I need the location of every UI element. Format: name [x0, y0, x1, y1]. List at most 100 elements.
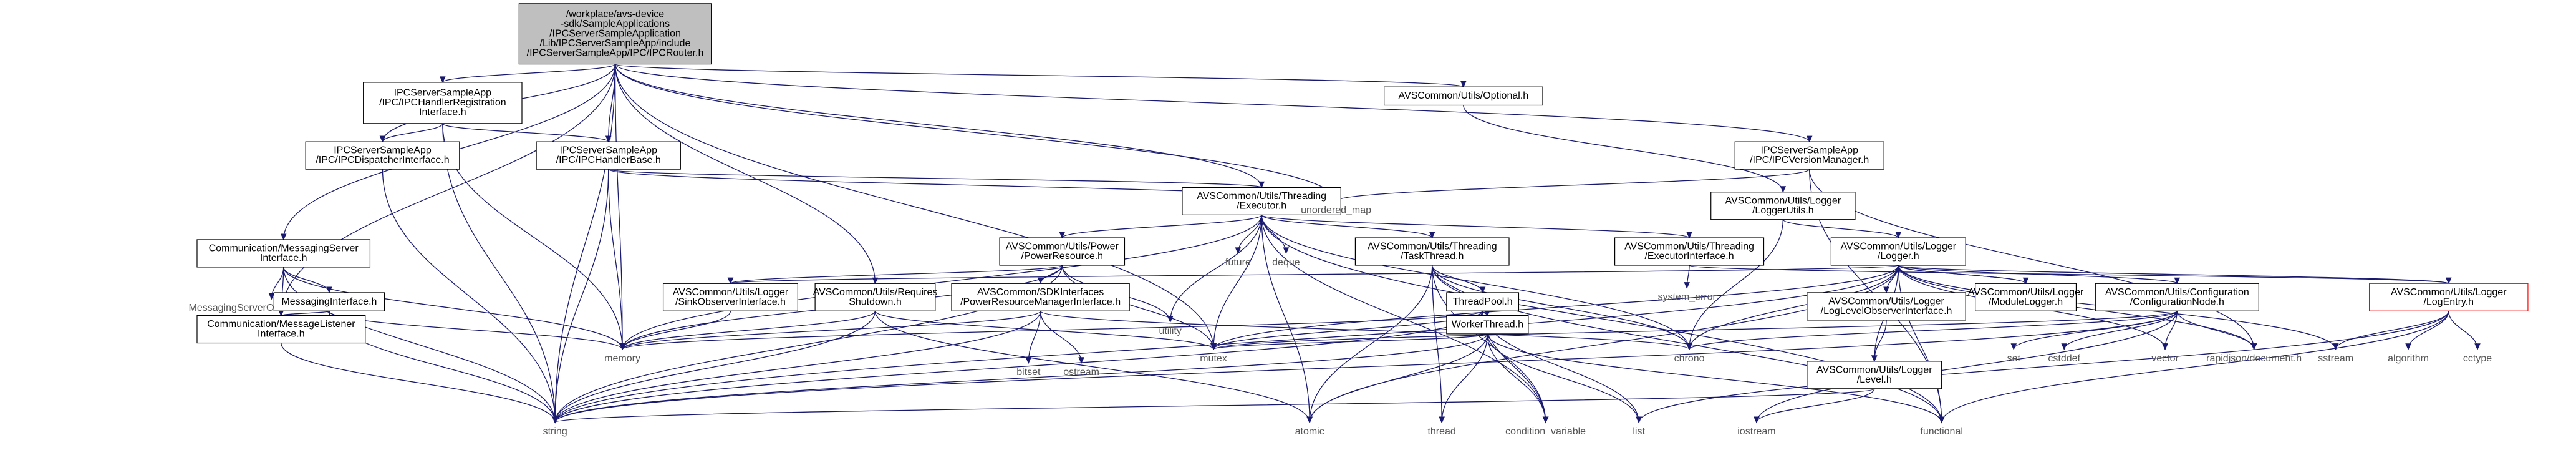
node-label-confignode-line-1: /ConfigurationNode.h — [2130, 296, 2224, 307]
node-label-vector-line-0: vector — [2151, 353, 2179, 364]
node-msgiface[interactable]: MessagingInterface.h — [273, 292, 385, 311]
node-handlerbase[interactable]: IPCServerSampleApp/IPC/IPCHandlerBase.h — [536, 141, 681, 170]
edge-workerthread-to-thread — [1441, 333, 1488, 423]
edge-reqshutdown-to-string — [554, 311, 876, 423]
node-label-reqshutdown-line-1: Shutdown.h — [849, 296, 902, 307]
node-taskthread[interactable]: AVSCommon/Utils/Threading/TaskThread.h — [1354, 237, 1510, 266]
arrowhead-logger-to-confignode — [2174, 277, 2181, 285]
node-regiface[interactable]: IPCServerSampleApp/IPC/IPCHandlerRegistr… — [363, 82, 523, 124]
node-powerres[interactable]: AVSCommon/Utils/Power/PowerResource.h — [999, 237, 1126, 266]
arrowhead-confignode-to-cstddef — [2061, 343, 2067, 351]
node-box-loglevelobs — [1807, 292, 1966, 321]
node-execiface[interactable]: AVSCommon/Utils/Threading/ExecutorInterf… — [1614, 237, 1765, 266]
node-box-reqshutdown — [814, 283, 936, 311]
edge-workerthread-to-string — [554, 333, 1488, 423]
node-label-system-error-line-0: system_error — [1658, 292, 1717, 303]
edge-logentry-to-list — [1638, 311, 2449, 423]
arrowhead-logger-to-loglevelobs — [1883, 286, 1889, 294]
node-confignode[interactable]: AVSCommon/Utils/Configuration/Configurat… — [2095, 283, 2259, 311]
node-level[interactable]: AVSCommon/Utils/Logger/Level.h — [1807, 361, 1942, 389]
node-label-unordered-map-line-0: unordered_map — [1301, 205, 1371, 215]
node-label-handlerbase-line-0: IPCServerSampleApp — [559, 145, 657, 156]
edge-confignode-to-iostream — [1756, 311, 2178, 423]
node-versionmgr[interactable]: IPCServerSampleApp/IPC/IPCVersionManager… — [1734, 141, 1884, 170]
node-label-logentry-line-1: /LogEntry.h — [2423, 296, 2474, 307]
node-label-root-line-1: -sdk/SampleApplications — [561, 19, 670, 29]
edge-confignode-to-string — [554, 311, 2178, 423]
node-label-loggerutils-line-0: AVSCommon/Utils/Logger — [1725, 195, 1841, 206]
node-box-msgiface — [273, 292, 385, 311]
node-dispiface[interactable]: IPCServerSampleApp/IPC/IPCDispatcherInte… — [305, 141, 460, 170]
node-label-rapidjson-line-0: rapidjson/document.h — [2206, 353, 2302, 364]
node-box-confignode — [2095, 283, 2259, 311]
node-label-powermgriface-line-1: /PowerResourceManagerInterface.h — [960, 296, 1121, 307]
edge-powermgriface-to-ostream — [1040, 311, 1082, 363]
edge-level-to-iostream — [1756, 388, 1875, 423]
node-sinkobs[interactable]: AVSCommon/Utils/Logger/SinkObserverInter… — [662, 283, 798, 311]
edge-executor-to-powerres — [1061, 214, 1262, 238]
edge-execiface-to-logentry — [1689, 265, 2449, 284]
node-label-iostream-line-0: iostream — [1737, 426, 1775, 437]
node-string: string — [543, 426, 567, 437]
node-cctype: cctype — [2463, 353, 2492, 364]
edge-msglistener-to-string — [281, 343, 556, 423]
node-label-list-line-0: list — [1633, 426, 1645, 437]
node-logger[interactable]: AVSCommon/Utils/Logger/Logger.h — [1830, 237, 1966, 266]
node-logentry[interactable]: AVSCommon/Utils/Logger/LogEntry.h — [2368, 283, 2529, 311]
node-label-level-line-1: /Level.h — [1857, 374, 1892, 385]
node-optional[interactable]: AVSCommon/Utils/Optional.h — [1384, 86, 1543, 106]
edge-powerres-to-mutex — [1061, 265, 1214, 350]
node-threadpool[interactable]: ThreadPool.h — [1446, 292, 1520, 311]
edge-logger-to-sinkobs — [730, 265, 1899, 284]
edge-root-to-executor — [614, 64, 1262, 188]
node-label-executor-line-1: /Executor.h — [1237, 200, 1286, 211]
edge-logentry-to-functional — [1941, 311, 2449, 423]
edge-regiface-to-string — [442, 123, 556, 423]
edge-threadpool-to-memory — [622, 310, 1483, 350]
node-loglevelobs[interactable]: AVSCommon/Utils/Logger/LogLevelObserverI… — [1807, 292, 1966, 321]
edge-executor-to-chrono — [1261, 215, 1690, 350]
edge-confignode-to-cstddef — [2063, 311, 2178, 350]
node-root[interactable]: /workplace/avs-device-sdk/SampleApplicat… — [518, 3, 712, 65]
edge-regiface-to-handlerbase — [442, 123, 609, 142]
edge-executor-to-execiface — [1261, 214, 1690, 238]
edge-dispiface-to-string — [382, 169, 556, 423]
node-loggerutils[interactable]: AVSCommon/Utils/Logger/LoggerUtils.h — [1710, 192, 1856, 220]
node-label-sstream-line-0: sstream — [2318, 353, 2353, 364]
node-label-execiface-line-0: AVSCommon/Utils/Threading — [1624, 242, 1754, 252]
node-modulelogger[interactable]: AVSCommon/Utils/Logger/ModuleLogger.h — [1968, 283, 2084, 311]
node-label-root-line-4: /IPCServerSampleApp/IPC/IPCRouter.h — [527, 48, 704, 59]
node-mutex: mutex — [1200, 353, 1227, 364]
node-powermgriface[interactable]: AVSCommon/SDKInterfaces/PowerResourceMan… — [951, 283, 1130, 311]
node-box-level — [1807, 361, 1942, 389]
node-executor[interactable]: AVSCommon/Utils/Threading/Executor.h — [1182, 187, 1341, 215]
edge-reqshutdown-to-memory — [622, 310, 876, 350]
node-label-ostream-line-0: ostream — [1063, 367, 1099, 378]
node-label-utility-line-0: utility — [1159, 326, 1181, 336]
node-box-execiface — [1614, 237, 1765, 266]
edge-loggerutils-to-chrono — [1689, 219, 1783, 350]
node-workerthread[interactable]: WorkerThread.h — [1446, 315, 1529, 335]
node-label-versionmgr-line-1: /IPC/IPCVersionManager.h — [1750, 155, 1869, 165]
edge-logentry-to-cctype — [2448, 311, 2478, 350]
edge-optional-to-loggerutils — [1463, 105, 1783, 192]
arrowhead-root-to-regiface — [440, 76, 446, 84]
nodes-layer: /workplace/avs-device-sdk/SampleApplicat… — [188, 3, 2529, 437]
edge-handlerbase-to-memory — [608, 169, 623, 350]
arrowhead-logentry-to-functional — [1938, 416, 1945, 424]
edge-workerthread-to-atomic — [1309, 333, 1488, 423]
arrowhead-level-to-string — [552, 416, 558, 424]
edge-powermgriface-to-memory — [622, 310, 1041, 350]
arrowhead-logentry-to-list — [1636, 416, 1642, 424]
edge-workerthread-to-functional — [1487, 333, 1942, 423]
arrowhead-logentry-to-sstream — [2332, 343, 2339, 351]
edge-confignode-to-set — [2013, 311, 2178, 350]
node-set: set — [2007, 353, 2021, 364]
node-label-regiface-line-0: IPCServerSampleApp — [394, 88, 492, 99]
node-label-mutex-line-0: mutex — [1200, 353, 1227, 364]
node-label-logger-line-1: /Logger.h — [1878, 251, 1919, 262]
node-label-bitset-line-0: bitset — [1016, 367, 1041, 378]
